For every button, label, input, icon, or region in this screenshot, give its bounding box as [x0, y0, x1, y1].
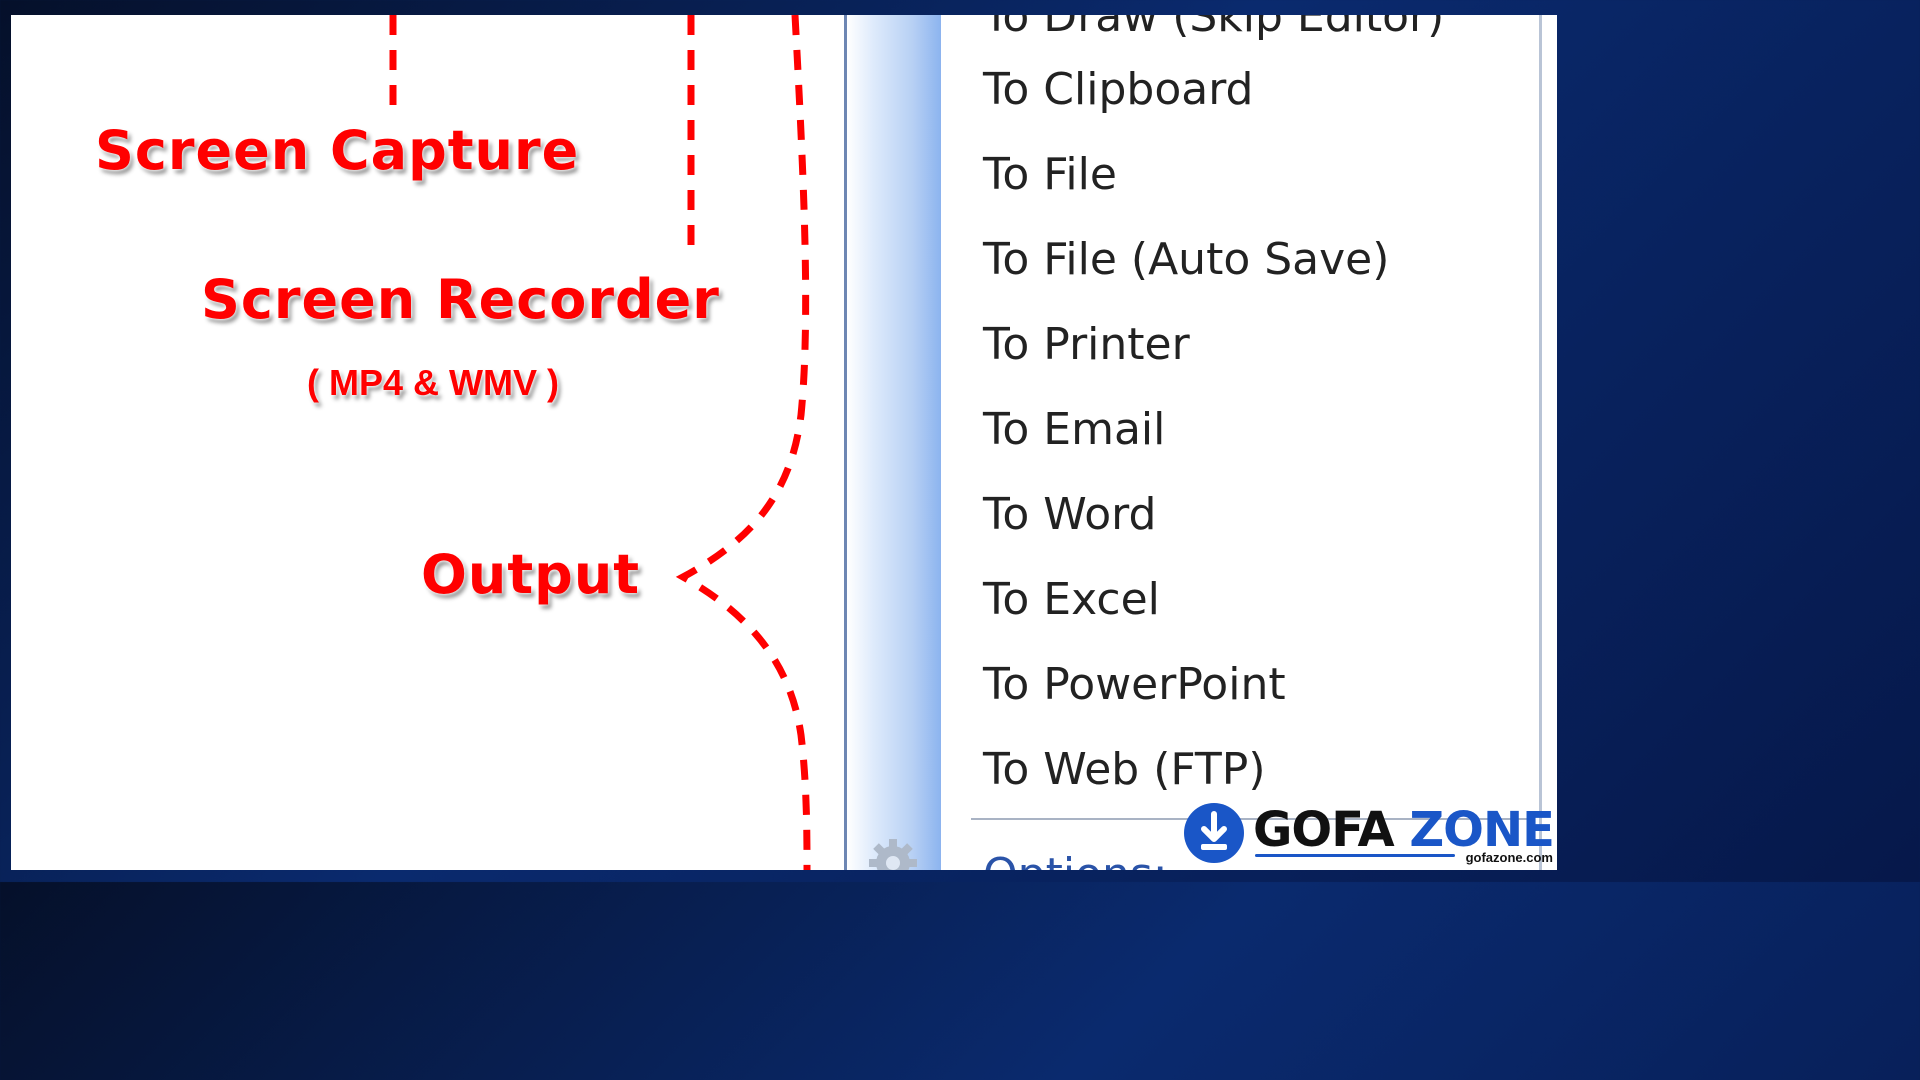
recorder-formats-label: ( MP4 & WMV ) — [307, 362, 559, 403]
connector-lines — [389, 15, 811, 870]
output-label: Output — [421, 543, 641, 606]
gear-icon — [869, 839, 917, 870]
output-context-menu: To Draw (Skip Editor) To Clipboard To Fi… — [844, 15, 1542, 870]
screen-capture-label: Screen Capture — [95, 119, 580, 182]
watermark-domain: gofazone.com — [1465, 850, 1553, 865]
menu-item-to-email[interactable]: To Email — [983, 404, 1166, 455]
output-brace-line — [675, 15, 811, 870]
menu-item-to-word[interactable]: To Word — [983, 489, 1157, 540]
menu-border — [1539, 15, 1542, 870]
watermark-brand-gofa: GOFA — [1253, 802, 1395, 858]
menu-item-to-draw[interactable]: To Draw (Skip Editor) — [983, 15, 1445, 42]
menu-item-to-file-auto-save[interactable]: To File (Auto Save) — [983, 234, 1390, 285]
menu-item-options[interactable]: Options: — [983, 835, 1168, 870]
menu-item-to-file[interactable]: To File — [983, 149, 1117, 200]
screenshot-frame: Screen Capture Screen Recorder ( MP4 & W… — [11, 15, 1557, 870]
download-icon — [1184, 803, 1244, 863]
menu-icon-gutter — [847, 15, 941, 870]
menu-item-to-clipboard[interactable]: To Clipboard — [983, 64, 1254, 115]
watermark-underline — [1255, 854, 1455, 857]
menu-item-to-powerpoint[interactable]: To PowerPoint — [983, 659, 1286, 710]
menu-item-to-excel[interactable]: To Excel — [983, 574, 1160, 625]
menu-item-to-printer[interactable]: To Printer — [983, 319, 1190, 370]
menu-item-to-web-ftp[interactable]: To Web (FTP) — [983, 744, 1266, 795]
watermark-brand: GOFA ZONE — [1253, 802, 1555, 858]
menu-separator — [971, 818, 1531, 820]
gofazone-watermark: GOFA ZONE gofazone.com — [1183, 800, 1555, 870]
screen-recorder-label: Screen Recorder — [201, 268, 720, 331]
watermark-brand-zone: ZONE — [1409, 802, 1555, 858]
